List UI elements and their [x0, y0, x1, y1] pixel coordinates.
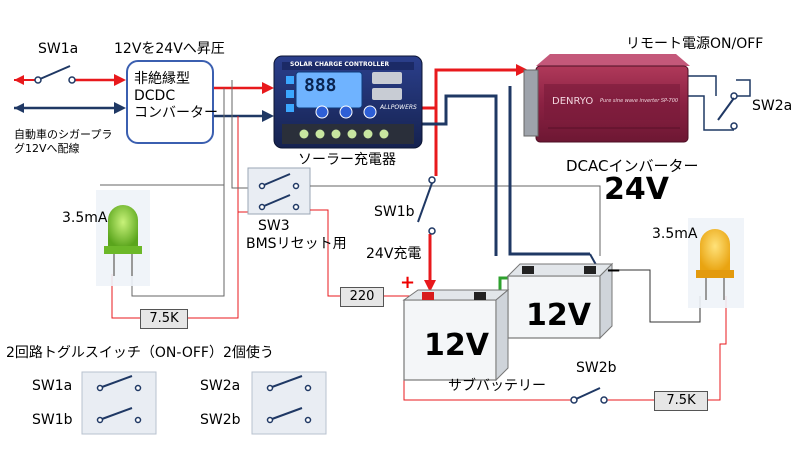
controller-display-text: 888 — [304, 75, 337, 96]
plus-sign: + — [400, 272, 416, 293]
sw1a-switch-symbol — [34, 65, 76, 84]
battery-front — [402, 288, 510, 382]
legend-sw2a: SW2a — [200, 378, 241, 394]
led-yellow — [688, 218, 744, 308]
sw2b-label: SW2b — [576, 360, 617, 376]
legend-sw2b: SW2b — [200, 412, 241, 428]
resistor-7k5-left: 7.5K — [140, 309, 188, 329]
battery-back-voltage: 12V — [526, 298, 591, 333]
inverter-brand-text: DENRYO — [552, 96, 594, 107]
input-wires — [14, 74, 126, 114]
led-green — [96, 190, 150, 286]
toggle-legend-sw2 — [251, 371, 327, 435]
resistor-7k5-right: 7.5K — [654, 391, 708, 411]
sw1b-label: SW1b — [374, 204, 415, 220]
legend-sw1a: SW1a — [32, 378, 73, 394]
car-wiring-line-2: グ12Vへ配線 — [14, 142, 80, 155]
minus-sign: − — [606, 260, 622, 281]
dcdc-note: 12Vを24Vへ昇圧 — [114, 41, 225, 57]
resistor-220: 220 — [340, 287, 384, 307]
controller-brand-text: ALLPOWERS — [380, 104, 417, 111]
charge-24v-label: 24V充電 — [366, 246, 422, 262]
sw3-box — [247, 167, 311, 215]
sw3-label: SW3 — [258, 218, 290, 234]
led-left-current: 3.5mA — [62, 210, 108, 226]
inverter-caption: DCACインバーター — [566, 157, 699, 175]
sw3-note: BMSリセット用 — [246, 236, 347, 252]
controller-title-text: SOLAR CHARGE CONTROLLER — [290, 61, 390, 68]
dcac-inverter — [523, 54, 690, 143]
dcdc-line-3: コンバーター — [134, 105, 218, 121]
inverter-model-text: Pure sine wave inverter SP-700 — [600, 98, 679, 104]
dcdc-converter-box: 非絶縁型 DCDC コンバーター — [126, 60, 218, 144]
remote-power-label: リモート電源ON/OFF — [626, 36, 764, 52]
car-wiring-line-1: 自動車のシガープラ — [14, 128, 113, 141]
sub-battery-label: サブバッテリー — [448, 378, 546, 394]
solar-controller-caption: ソーラー充電器 — [298, 152, 396, 168]
sw2a-label: SW2a — [752, 98, 793, 114]
legend-sw1b: SW1b — [32, 412, 73, 428]
led-right-current: 3.5mA — [652, 226, 698, 242]
solar-charge-controller — [273, 55, 423, 149]
battery-back — [506, 262, 614, 340]
toggle-note: 2回路トグルスイッチ（ON-OFF）2個使う — [6, 345, 274, 361]
sw1a-label: SW1a — [38, 41, 79, 57]
toggle-legend-sw1 — [81, 371, 157, 435]
dcdc-line-1: 非絶縁型 — [134, 71, 190, 87]
inverter-voltage: 24V — [604, 172, 669, 207]
dcdc-line-2: DCDC — [134, 88, 176, 104]
battery-front-voltage: 12V — [424, 328, 489, 363]
